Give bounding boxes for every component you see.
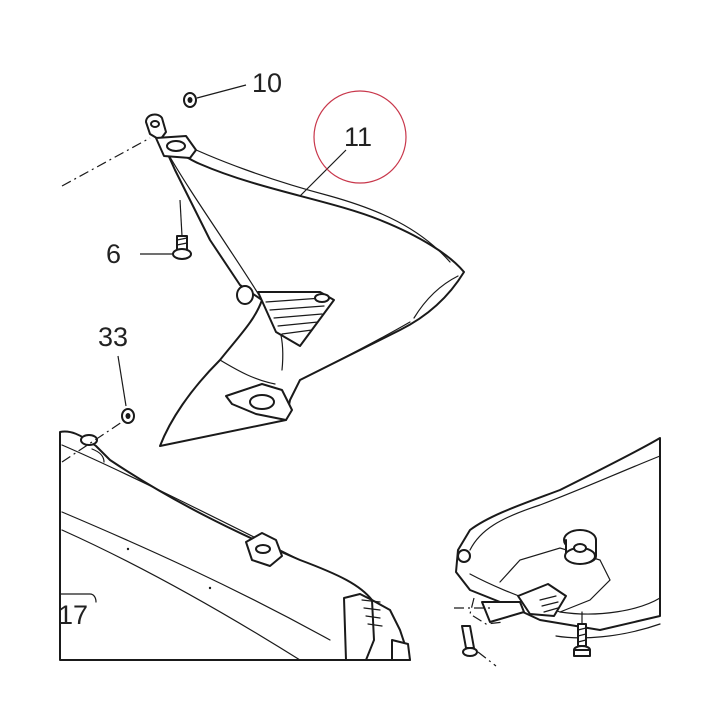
centre-line-upper [61,137,151,187]
washer-part-33 [117,355,135,424]
callout-17: 17 [58,600,88,630]
highlight-circle [313,90,407,184]
callout-17-bracket [59,593,97,603]
leader-part-11 [299,149,347,197]
callout-33: 33 [98,322,128,352]
screw-part-6 [140,199,192,260]
lower-fairing-panel [59,430,411,661]
callout-10: 10 [252,68,282,98]
callout-6: 6 [106,239,121,269]
screw-right-bottom [573,611,591,657]
centre-line-lower [61,421,123,463]
screw-right-angled [454,597,505,667]
washer-part-10 [183,84,247,108]
right-bracket-assembly [455,437,661,639]
side-panel-part-11 [145,113,465,447]
callout-11: 11 [344,122,372,152]
